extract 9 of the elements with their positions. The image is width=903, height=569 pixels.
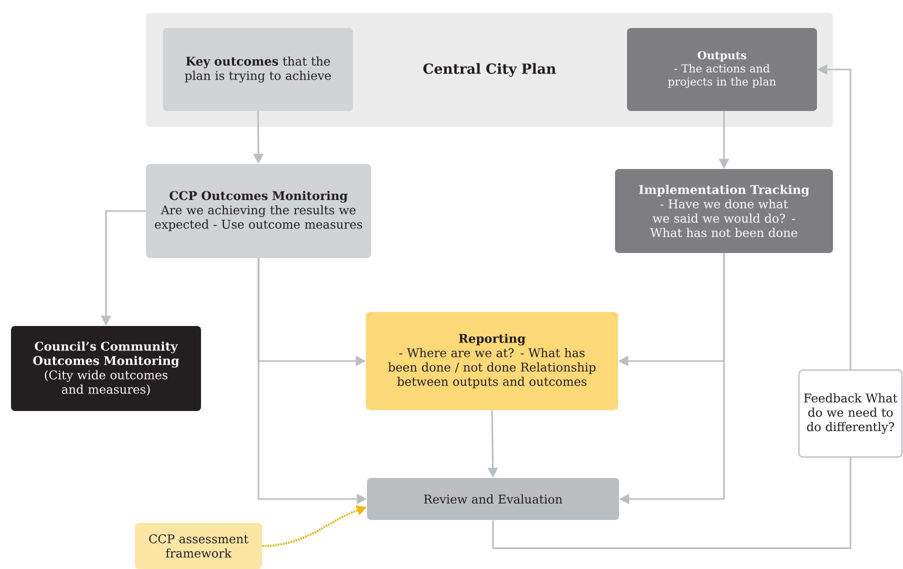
process-box: Reporting - Where are we at? - What has been done / not done Relationship between outputs and outcomes xyxy=(366,312,618,410)
process-box: Implementation Tracking - Have we done what we said we would do? -What has not been done xyxy=(615,169,833,253)
process-box: Review and Evaluation xyxy=(367,478,619,520)
process-box: Council’s Community Outcomes Monitoring (City wide outcomes and measures) xyxy=(11,326,201,411)
process-box: CCP Outcomes Monitoring Are we achieving the results we expected - Use outcome measures xyxy=(146,164,371,258)
feedback-box: Feedback What do we need to do differently? xyxy=(798,369,903,458)
process-box: Key outcomes that the plan is trying to achieve xyxy=(163,28,353,111)
process-box: Outputs - The actions and projects in the plan xyxy=(627,28,817,111)
note-box: CCP assessment framework xyxy=(135,523,262,569)
